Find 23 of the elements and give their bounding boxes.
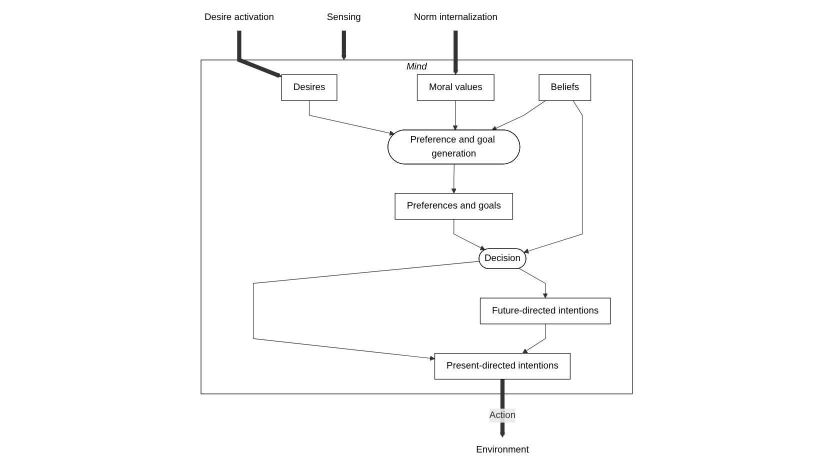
arrow: [523, 100, 582, 254]
node-box: Beliefs: [538, 74, 591, 101]
node-text: Environment: [476, 445, 528, 456]
edge-label: Action: [488, 410, 516, 420]
arrow: [452, 100, 458, 130]
node-text: Norm internalization: [413, 12, 497, 22]
node-box: Present-directed intentions: [434, 353, 570, 380]
node-box: Future-directed intentions: [479, 298, 610, 324]
node-box: Preferences and goals: [394, 193, 512, 220]
arrow: [450, 164, 456, 194]
node-text: Desire activation: [204, 12, 274, 22]
arrow: [308, 100, 394, 136]
arrow: [522, 324, 546, 354]
node-box: Desires: [280, 74, 337, 101]
node-text: Sensing: [326, 12, 360, 22]
arrow: [518, 268, 548, 298]
arrow: [453, 219, 485, 250]
arrow: [452, 30, 458, 75]
node-box: Moral values: [416, 74, 494, 101]
arrow: [340, 30, 346, 60]
arrow: [252, 261, 480, 361]
arrow: [491, 100, 546, 131]
arrow: [236, 30, 282, 78]
